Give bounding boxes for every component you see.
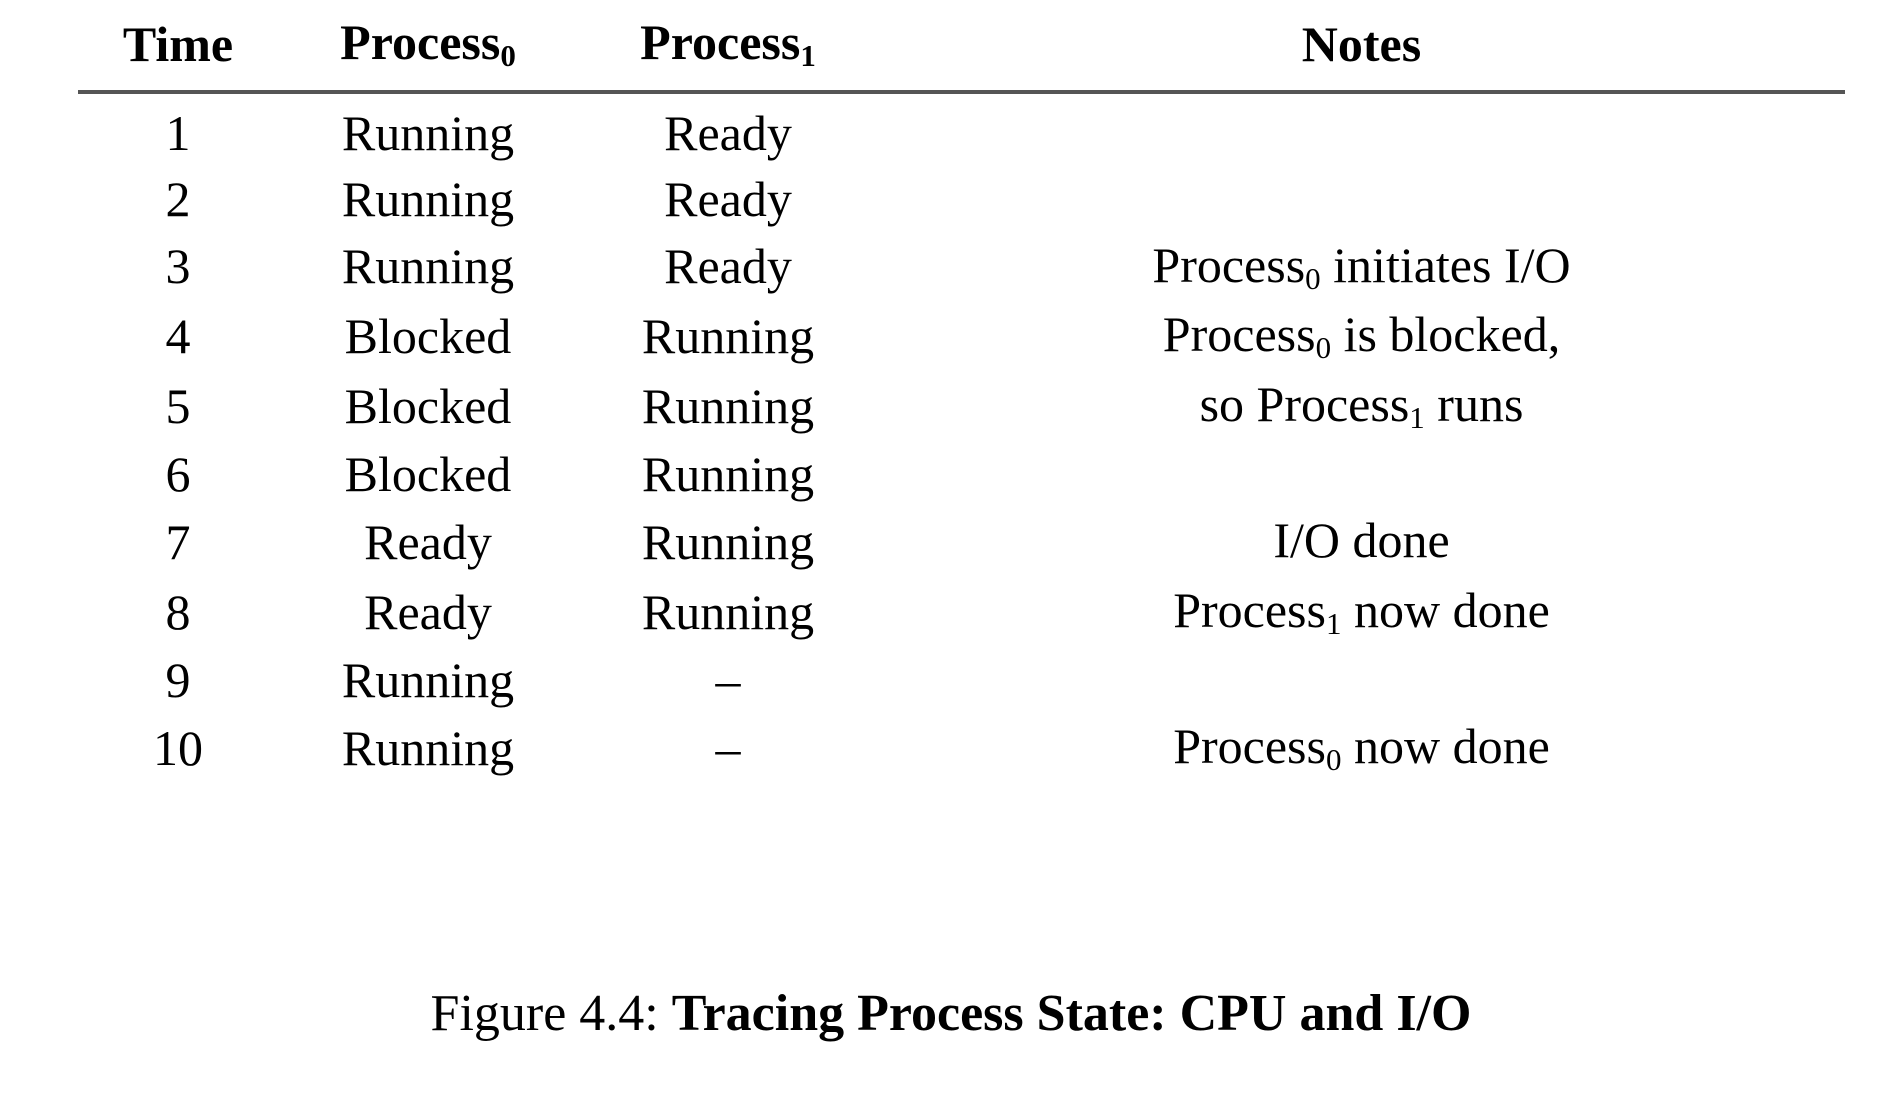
- cell-time: 8: [165, 583, 191, 640]
- note-pre: I/O done: [1273, 511, 1450, 568]
- table-row: 4 Blocked Running Process0 is blocked,: [78, 301, 1845, 371]
- cell-time: 1: [165, 104, 191, 161]
- figure-caption-label: Figure 4.4:: [430, 985, 659, 1042]
- table-header-row: Time Process0 Process1 Notes: [78, 14, 1845, 94]
- cell-time: 7: [165, 513, 191, 570]
- table-row: 10 Running – Process0 now done: [78, 713, 1845, 783]
- cell-note: [878, 441, 1845, 507]
- cell-note: Process1 now done: [878, 577, 1845, 647]
- cell-process0-state: Running: [341, 651, 515, 708]
- note-subscript: 1: [1325, 605, 1342, 641]
- column-header-process1-label: Process: [640, 14, 801, 70]
- cell-process0-state: Blocked: [344, 445, 512, 502]
- cell-process1-state: –: [715, 651, 741, 708]
- cell-note: Process0 is blocked,: [878, 301, 1845, 371]
- cell-process1-state: Running: [641, 308, 815, 365]
- cell-time: 3: [165, 238, 191, 295]
- note-post: now done: [1341, 581, 1550, 638]
- cell-note: Process0 initiates I/O: [878, 232, 1845, 302]
- cell-process0-state: Ready: [364, 583, 492, 640]
- note-subscript: 1: [1409, 399, 1425, 435]
- figure-caption: Figure 4.4: Tracing Process State: CPU a…: [0, 985, 1902, 1042]
- column-header-process1: Process1: [578, 14, 878, 94]
- cell-process1-state: Running: [641, 513, 815, 570]
- cell-process1-state: Running: [641, 583, 815, 640]
- table-row: 2 Running Ready: [78, 166, 1845, 232]
- note-pre: Process: [1173, 717, 1326, 774]
- note-pre: Process: [1162, 306, 1316, 363]
- table-row: 1 Running Ready: [78, 92, 1845, 166]
- note-pre: Process: [1152, 236, 1306, 293]
- cell-process0-state: Running: [341, 238, 515, 295]
- column-header-process0-subscript: 0: [500, 37, 516, 73]
- cell-time: 2: [165, 170, 191, 227]
- cell-time: 4: [165, 308, 191, 365]
- note-subscript: 0: [1325, 741, 1342, 777]
- cell-process0-state: Ready: [364, 513, 492, 570]
- note-pre: Process: [1173, 581, 1326, 638]
- note-post: initiates I/O: [1320, 236, 1571, 293]
- cell-process1-state: Running: [641, 378, 815, 435]
- note-pre: so Process: [1199, 376, 1410, 433]
- column-header-process0: Process0: [278, 14, 578, 94]
- column-header-process0-label: Process: [340, 14, 501, 70]
- cell-process1-state: Ready: [664, 238, 792, 295]
- cell-process1-state: Ready: [664, 170, 792, 227]
- process-state-table: Time Process0 Process1 Notes 1 Running R…: [78, 14, 1845, 782]
- cell-note: Process0 now done: [878, 713, 1845, 783]
- cell-note: so Process1 runs: [878, 371, 1845, 441]
- column-header-time: Time: [78, 14, 278, 94]
- table-body: 1 Running Ready 2 Running Ready 3 Runnin…: [78, 92, 1845, 783]
- cell-process0-state: Running: [341, 719, 515, 776]
- cell-note: [878, 647, 1845, 713]
- column-header-notes: Notes: [878, 14, 1845, 94]
- note-post: now done: [1341, 717, 1550, 774]
- cell-note: I/O done: [878, 507, 1845, 577]
- figure-caption-title: Tracing Process State: CPU and I/O: [671, 985, 1472, 1042]
- cell-process0-state: Running: [341, 104, 515, 161]
- cell-time: 9: [165, 651, 191, 708]
- column-header-process1-subscript: 1: [800, 37, 816, 73]
- cell-process1-state: –: [715, 719, 741, 776]
- note-subscript: 0: [1305, 260, 1321, 296]
- table-row: 9 Running –: [78, 647, 1845, 713]
- note-subscript: 0: [1315, 330, 1332, 366]
- table-row: 6 Blocked Running: [78, 441, 1845, 507]
- table-header: Time Process0 Process1 Notes: [78, 14, 1845, 94]
- cell-note: [878, 92, 1845, 166]
- cell-process0-state: Blocked: [344, 308, 512, 365]
- note-post: runs: [1424, 376, 1524, 433]
- table-row: 7 Ready Running I/O done: [78, 507, 1845, 577]
- cell-process1-state: Running: [641, 445, 815, 502]
- table-row: 3 Running Ready Process0 initiates I/O: [78, 232, 1845, 302]
- cell-process1-state: Ready: [664, 104, 792, 161]
- cell-time: 6: [165, 445, 191, 502]
- figure-caption-space: [659, 985, 672, 1042]
- cell-time: 10: [153, 719, 203, 776]
- cell-time: 5: [165, 378, 191, 435]
- table-row: 5 Blocked Running so Process1 runs: [78, 371, 1845, 441]
- note-post: is blocked,: [1331, 306, 1561, 363]
- table-row: 8 Ready Running Process1 now done: [78, 577, 1845, 647]
- cell-process0-state: Running: [341, 170, 515, 227]
- cell-note: [878, 166, 1845, 232]
- cell-process0-state: Blocked: [344, 378, 512, 435]
